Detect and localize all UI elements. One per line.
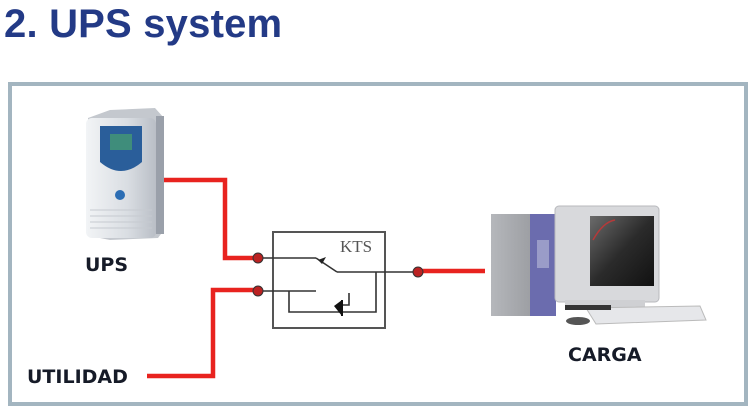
desktop-computer-icon — [491, 205, 707, 325]
utility-label: UTILIDAD — [27, 366, 128, 388]
wire-ups-to-kts — [164, 177, 258, 261]
wire-utility-to-kts — [147, 287, 258, 379]
terminal-ups — [252, 252, 264, 264]
page-title: 2. UPS system — [4, 2, 283, 46]
ups-label: UPS — [85, 254, 129, 276]
transfer-switch-icon — [252, 231, 424, 329]
ups-unit-icon — [86, 108, 164, 240]
terminal-utility — [252, 285, 264, 297]
terminal-load — [412, 266, 424, 278]
load-label: CARGA — [568, 344, 642, 366]
kts-label: KTS — [340, 237, 372, 256]
